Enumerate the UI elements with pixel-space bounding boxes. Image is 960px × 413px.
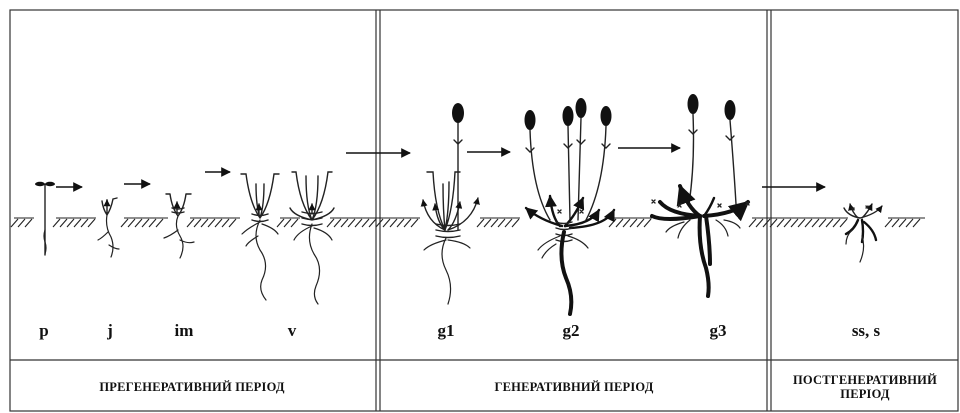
ground-hatch [491,219,498,227]
ground-line [11,218,925,227]
stage-label-im: im [175,321,194,340]
ground-hatch [88,219,95,227]
stage-labels: p j im v g1 g2 g3 ss, s [39,321,880,340]
ground-hatch [812,219,819,227]
ground-hatch [637,219,644,227]
ground-hatch [128,219,135,227]
ground-hatch [142,219,149,227]
ground-hatch [913,219,920,227]
ground-hatch [630,219,637,227]
ground-hatch [25,219,32,227]
ground-hatch [833,219,840,227]
ground-hatch [208,219,215,227]
ground-hatch [201,219,208,227]
ground-hatch [194,219,201,227]
stage-label-g2: g2 [563,321,580,340]
ground-hatch [53,219,60,227]
ground-hatch [498,219,505,227]
ground-hatch [18,219,25,227]
stage-label-p: p [39,321,48,340]
ground-hatch [11,219,18,227]
stage-label-j: j [106,321,113,340]
stage-label-ss: ss, s [852,321,881,340]
ground-hatch [819,219,826,227]
plant-g1 [423,103,478,304]
ground-hatch [215,219,222,227]
stage-label-v: v [288,321,297,340]
ground-hatch [756,219,763,227]
ground-hatch [404,219,411,227]
ground-hatch [784,219,791,227]
frame [10,10,958,411]
ground-hatch [383,219,390,227]
ground-hatch [906,219,913,227]
ground-hatch [369,219,376,227]
ground-hatch [777,219,784,227]
ground-hatch [826,219,833,227]
ground-hatch [81,219,88,227]
ground-hatch [644,219,651,227]
ground-hatch [397,219,404,227]
ground-hatch [623,219,630,227]
ground-hatch [512,219,519,227]
ground-hatch [341,219,348,227]
period-label-postgenerative-line1: ПОСТГЕНЕРАТИВНИЙ [793,373,937,387]
ground-hatch [156,219,163,227]
ground-hatch [277,219,284,227]
ground-hatch [222,219,229,227]
ground-hatch [791,219,798,227]
ground-hatch [327,219,334,227]
ground-hatch [505,219,512,227]
ground-hatch [885,219,892,227]
stage-label-g3: g3 [710,321,727,340]
ground-hatch [805,219,812,227]
ground-hatch [187,219,194,227]
ground-hatch [135,219,142,227]
ground-hatch [609,219,616,227]
ground-hatch [749,219,756,227]
ground-hatch [229,219,236,227]
ground-hatch [348,219,355,227]
ground-hatch [798,219,805,227]
ground-hatch [362,219,369,227]
ground-hatch [291,219,298,227]
ground-hatch [149,219,156,227]
period-label-postgenerative-line2: ПЕРІОД [840,387,890,401]
period-label-pregenerative: ПРЕГЕНЕРАТИВНИЙ ПЕРІОД [99,380,285,394]
transition-arrows [56,148,825,187]
ground-hatch [390,219,397,227]
plant-g2 [525,98,615,314]
ground-hatch [355,219,362,227]
ground-hatch [284,219,291,227]
ground-hatch [899,219,906,227]
ground-hatch [411,219,418,227]
ground-hatch [892,219,899,227]
plant-p [35,182,55,255]
plant-v1 [241,174,279,300]
plant-g3 [652,94,749,296]
plant-j [98,198,119,257]
period-labels: ПРЕГЕНЕРАТИВНИЙ ПЕРІОД ГЕНЕРАТИВНИЙ ПЕРІ… [99,373,937,401]
ground-hatch [616,219,623,227]
ground-hatch [477,219,484,227]
ground-hatch [840,219,847,227]
stage-label-g1: g1 [438,321,455,340]
ground-hatch [60,219,67,227]
plant-ss [844,204,882,262]
ground-hatch [484,219,491,227]
ground-hatch [67,219,74,227]
plant-v2 [290,172,334,304]
ground-hatch [121,219,128,227]
plant-im [164,194,194,258]
ground-hatch [74,219,81,227]
period-label-generative: ГЕНЕРАТИВНИЙ ПЕРІОД [494,380,653,394]
ground-hatch [334,219,341,227]
